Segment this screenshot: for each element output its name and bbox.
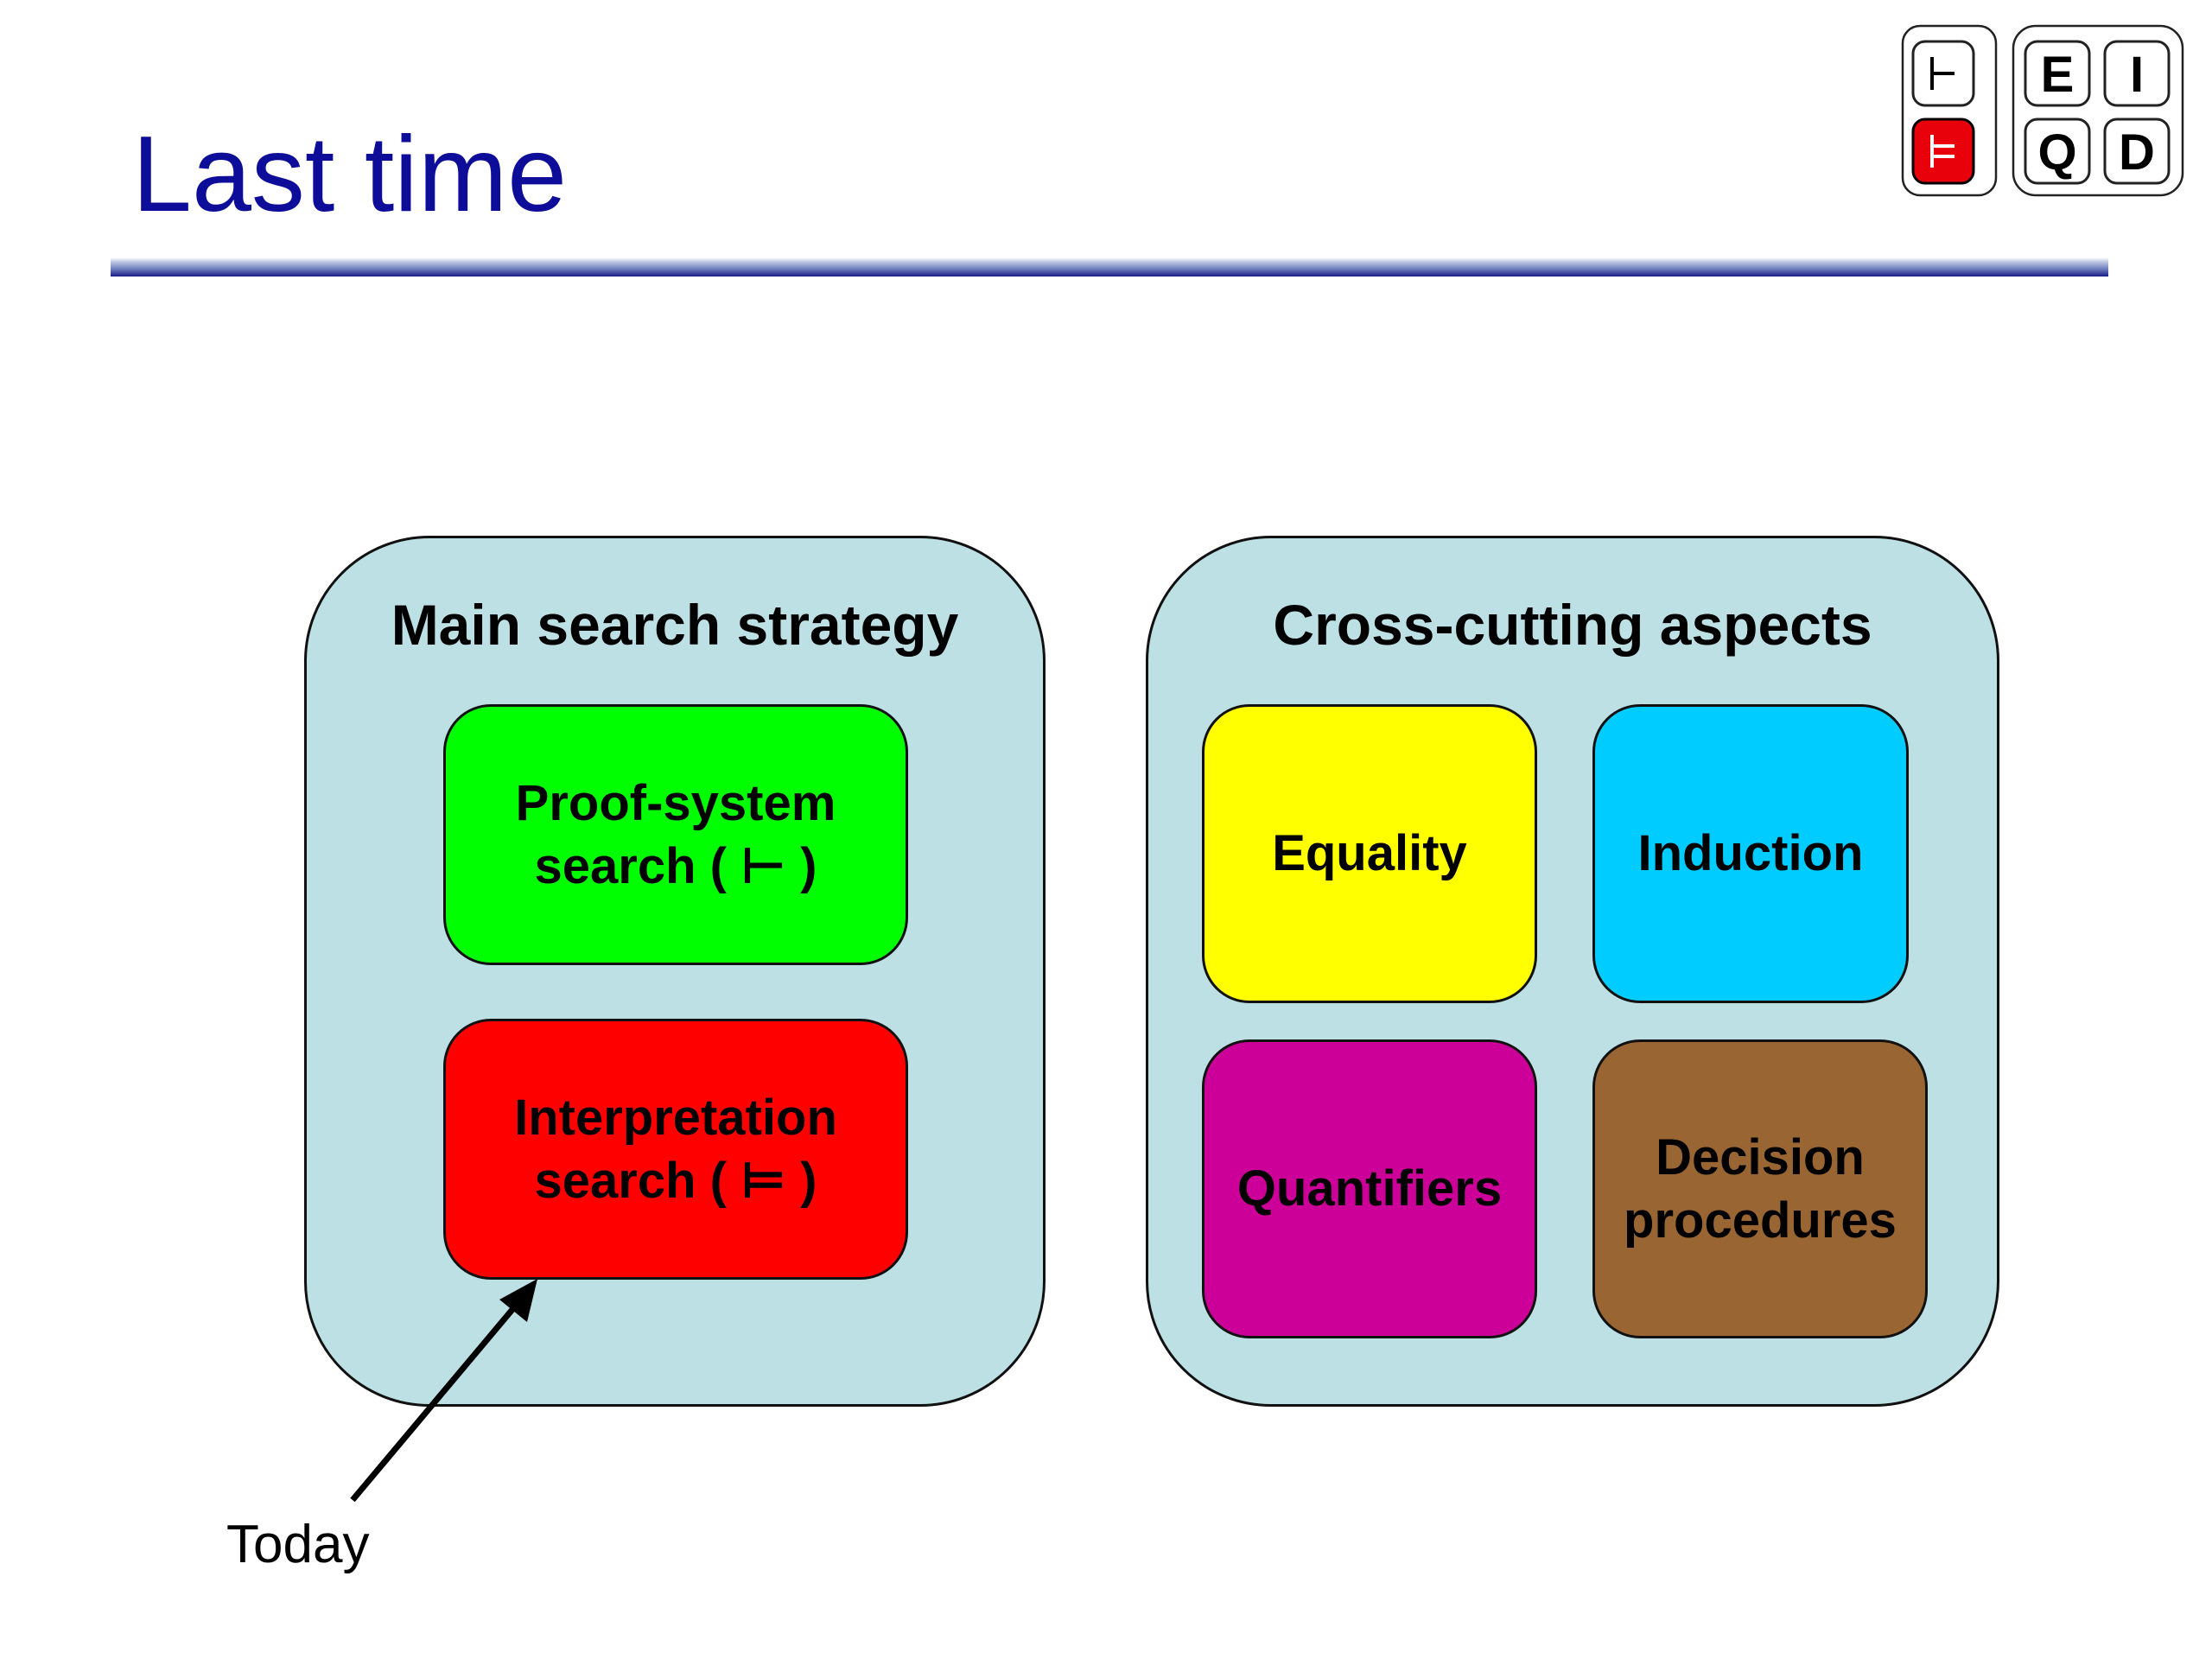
cross-cutting-heading: Cross-cutting aspects bbox=[1273, 593, 1872, 657]
logo-letter-e: E bbox=[2041, 47, 2075, 103]
induction-label: Induction bbox=[1637, 825, 1864, 882]
today-callout: Today bbox=[226, 1515, 370, 1574]
logo-letter-q: Q bbox=[2037, 124, 2076, 181]
letter-key-group bbox=[2012, 24, 2184, 197]
decision-procedures-box: Decision procedures bbox=[1592, 1039, 1928, 1338]
logo-letter-i: I bbox=[2130, 47, 2144, 103]
symbol-key-group bbox=[1901, 24, 1998, 197]
main-strategy-heading: Main search strategy bbox=[391, 593, 959, 657]
cross-cutting-panel: Cross-cutting aspects Equality Induction… bbox=[1146, 536, 1999, 1407]
induction-box: Induction bbox=[1592, 704, 1909, 1003]
decision-procedures-label: Decision procedures bbox=[1624, 1128, 1897, 1249]
double-turnstile-icon bbox=[1930, 135, 1955, 168]
slide-title: Last time bbox=[132, 115, 568, 234]
course-logo: E I Q D bbox=[1901, 24, 2184, 197]
quantifiers-box: Quantifiers bbox=[1202, 1039, 1537, 1338]
proof-system-search-label: Proof-system search ( ⊢ ) bbox=[515, 774, 836, 894]
interpretation-search-label: Interpretation search ( ⊨ ) bbox=[514, 1089, 837, 1209]
turnstile-icon bbox=[1930, 57, 1955, 90]
interpretation-search-box: Interpretation search ( ⊨ ) bbox=[443, 1019, 908, 1280]
equality-box: Equality bbox=[1202, 704, 1537, 1003]
title-underline bbox=[111, 257, 2108, 276]
logo-letter-d: D bbox=[2119, 124, 2155, 181]
main-strategy-panel: Main search strategy Proof-system search… bbox=[304, 536, 1046, 1407]
quantifiers-label: Quantifiers bbox=[1236, 1160, 1503, 1217]
equality-label: Equality bbox=[1272, 825, 1467, 882]
proof-system-search-box: Proof-system search ( ⊢ ) bbox=[443, 704, 908, 965]
